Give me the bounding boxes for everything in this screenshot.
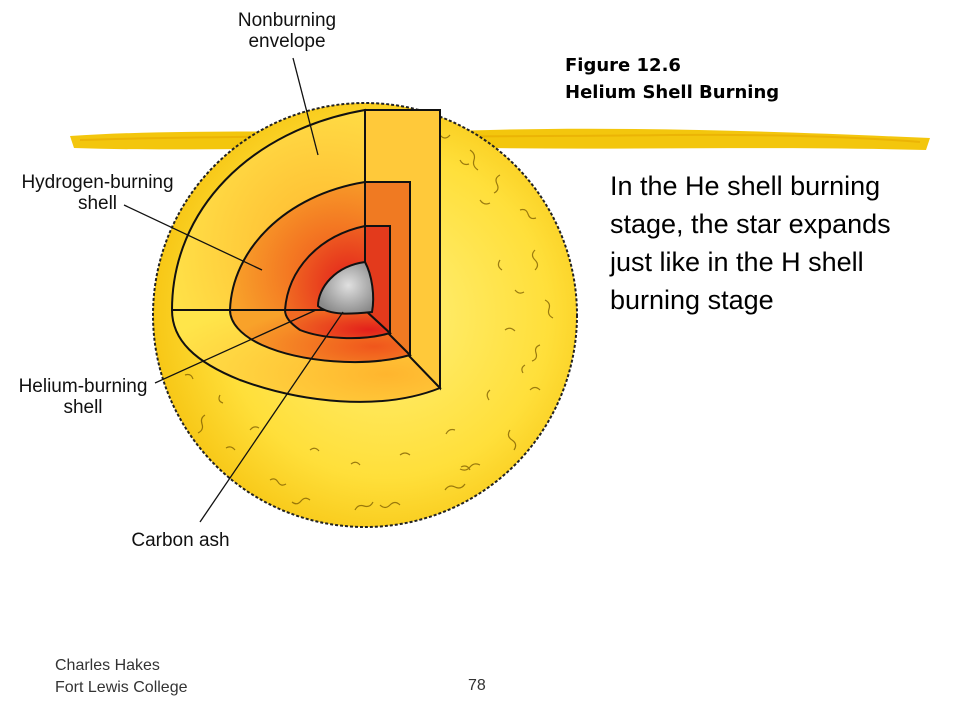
author-institution: Fort Lewis College <box>55 679 188 696</box>
label-helium-burning-shell: Helium-burning shell <box>18 376 148 418</box>
author-name: Charles Hakes <box>55 657 160 674</box>
label-leader-lines <box>123 57 344 523</box>
surface-texture <box>184 131 554 511</box>
footer-author: Charles Hakes Fort Lewis College <box>55 655 188 699</box>
label-nonburning-envelope: Nonburning envelope <box>237 10 337 52</box>
figure-title: Helium Shell Burning <box>565 82 780 103</box>
page-number: 78 <box>468 677 486 694</box>
figure-caption: Figure 12.6 Helium Shell Burning <box>565 52 779 106</box>
figure-number: Figure 12.6 <box>565 55 681 76</box>
slide-body-text: In the He shell burning stage, the star … <box>610 171 891 315</box>
label-hydrogen-burning-shell: Hydrogen-burning shell <box>21 172 174 214</box>
label-carbon-ash: Carbon ash <box>131 530 230 551</box>
carbon-ash-core <box>316 260 375 315</box>
